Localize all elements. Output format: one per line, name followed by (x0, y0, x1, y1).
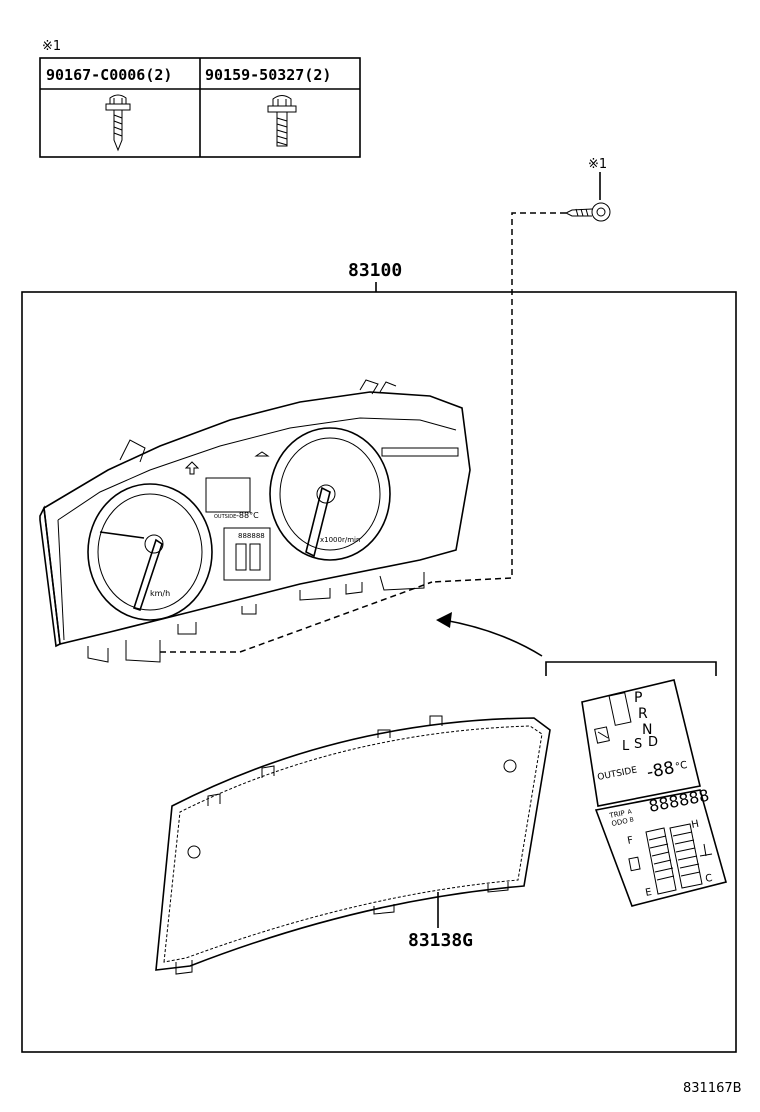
trip-b-label: B (629, 816, 634, 824)
flange-screw-icon (267, 95, 297, 147)
part-number-90167: 90167-C0006(2) (46, 66, 172, 84)
assembly-frame (21, 291, 737, 1053)
temp-cold-label: C (704, 873, 713, 885)
tapping-screw-icon (105, 94, 131, 152)
temp-unit-label: °C (674, 760, 688, 773)
glass-part-number: 83138G (408, 930, 473, 951)
shift-l-prefix: L (622, 739, 630, 754)
gear-n: N (642, 722, 652, 738)
fastener-legend-table: 90167-C0006(2) 90159-50327(2) (39, 57, 361, 158)
trip-label: TRIP (608, 809, 626, 820)
odo-label: ODO (611, 817, 629, 828)
assembly-part-number: 83100 (348, 260, 402, 281)
odo-digits: 888888 (647, 786, 711, 816)
fuel-empty-label: E (644, 887, 652, 899)
temp-hot-label: H (690, 819, 699, 831)
temp-gauge-bars (669, 823, 703, 889)
outside-temp-digits: -88 (645, 758, 676, 783)
gear-s: S (634, 737, 642, 752)
lcd-detail-view: P R N L S D OUTSIDE -88 °C TRIP ODO A B … (581, 679, 727, 907)
mini-temp-readout: -88°C (236, 511, 259, 520)
gear-p: P (634, 690, 642, 706)
gear-r: R (638, 706, 648, 722)
screw-icon (564, 202, 611, 222)
part-number-90159: 90159-50327(2) (205, 66, 331, 84)
drawing-id: 831167B (683, 1081, 742, 1096)
mini-outside-label: OUTSIDE (214, 514, 236, 520)
tach-unit-label: x1000r/min (320, 536, 360, 544)
outside-temp-label: OUTSIDE (597, 765, 639, 783)
mini-odo-readout: 888888 (238, 532, 265, 540)
fuel-gauge-bars (645, 827, 677, 895)
install-arrow (443, 619, 543, 657)
fuel-pump-icon (628, 856, 641, 872)
speed-unit-label: km/h (150, 589, 170, 598)
fuel-full-label: F (626, 835, 634, 847)
coolant-temp-icon (699, 843, 713, 857)
gear-d: D (648, 735, 658, 750)
seatbelt-icon (594, 726, 610, 744)
screw-callout-marker: ※1 (588, 157, 607, 172)
legend-marker: ※1 (42, 39, 61, 54)
meter-glass (155, 715, 551, 975)
trip-a-label: A (627, 808, 633, 816)
combination-meter-cluster: km/h x1000r/min OUTSIDE -88°C 888888 (39, 379, 471, 663)
